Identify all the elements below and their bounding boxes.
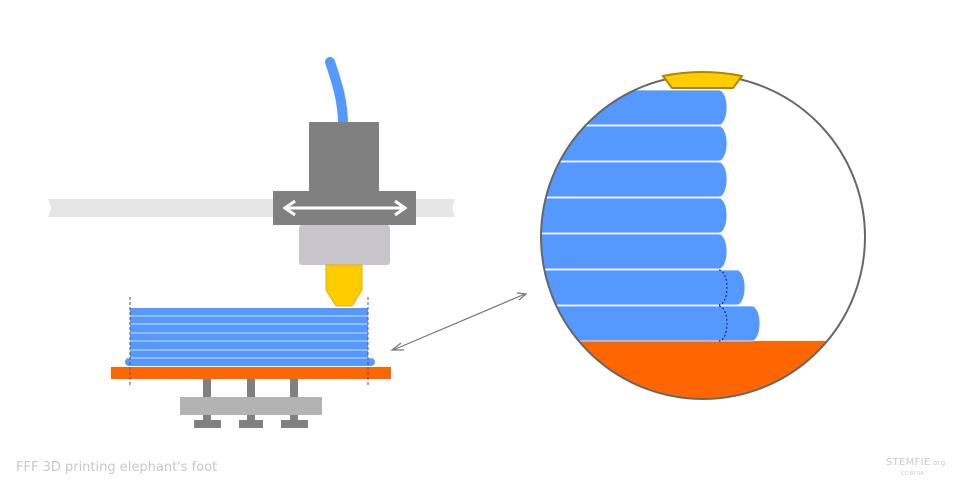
filament-tube bbox=[325, 57, 348, 129]
double-arrow-icon bbox=[282, 199, 408, 217]
nozzle-tip bbox=[661, 71, 744, 89]
brand-suffix: .org bbox=[930, 459, 946, 467]
bed-supports bbox=[194, 379, 308, 428]
magnified-view bbox=[541, 89, 865, 399]
callout-arrow bbox=[390, 292, 528, 351]
hotend-block bbox=[299, 225, 390, 265]
caption: FFF 3D printing elephant's foot bbox=[16, 460, 218, 475]
print-bed bbox=[111, 367, 391, 379]
extruder-motor bbox=[309, 122, 379, 192]
bed-frame bbox=[180, 397, 322, 415]
nozzle bbox=[325, 264, 363, 307]
brand-logo: STEMFIE.org bbox=[886, 457, 945, 468]
license: CC-BY-SA bbox=[901, 471, 924, 477]
printed-part bbox=[125, 308, 375, 366]
brand-name: STEMFIE bbox=[886, 457, 931, 468]
